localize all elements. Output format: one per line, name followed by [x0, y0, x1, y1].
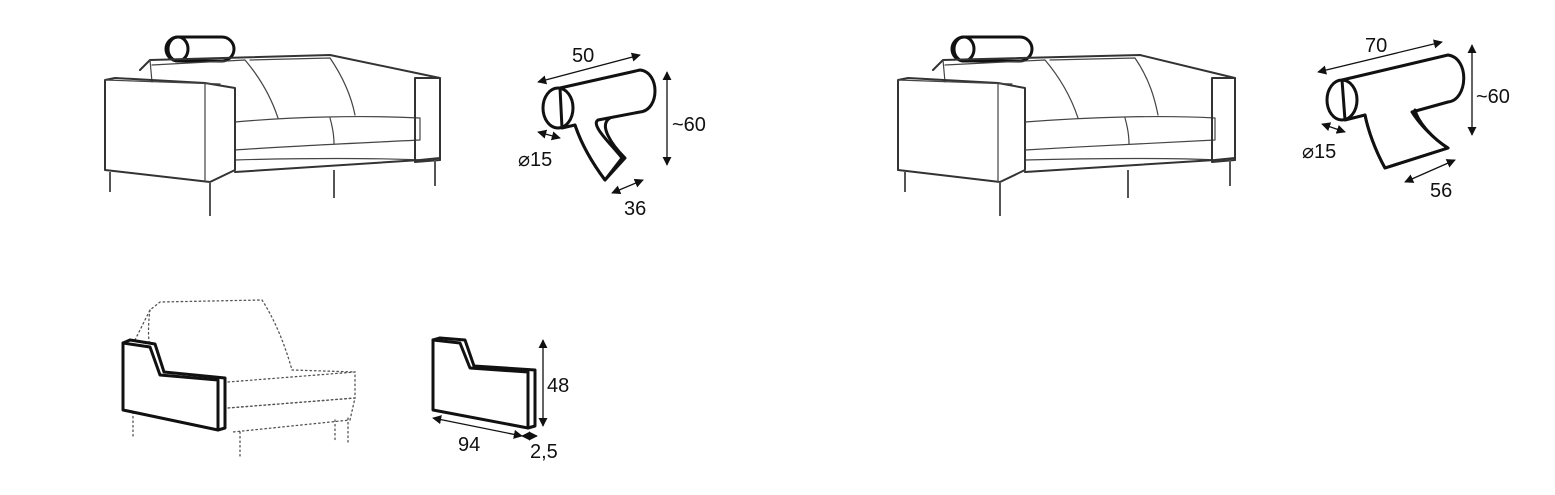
headrest-length-label-2: 70: [1365, 35, 1387, 57]
headrest-on-sofa-2: [950, 35, 1034, 63]
sofa-illustration-2: [897, 35, 1236, 216]
headrest-on-sofa-1: [164, 35, 236, 63]
headrest-diameter-label-1: ⌀15: [518, 149, 552, 171]
headrest-depth-label-2: 56: [1430, 180, 1452, 202]
armrest-length-label: 94: [458, 434, 480, 456]
headrest-height-label-2: ~60: [1476, 86, 1510, 108]
headrest-detail-1: 50 ~60 ⌀15 36: [518, 45, 706, 220]
headrest-depth-label-1: 36: [624, 198, 646, 220]
headrest-detail-2: 70 ~60 ⌀15 56: [1302, 35, 1510, 202]
headrest-diameter-label-2: ⌀15: [1302, 141, 1336, 163]
headrest-length-label-1: 50: [572, 45, 594, 67]
headrest-height-label-1: ~60: [672, 114, 706, 136]
armrest-detail: 48 94 2,5: [431, 336, 569, 463]
armrest-height-label: 48: [547, 375, 569, 397]
seat-module-illustration: [121, 299, 356, 459]
armrest-thickness-label: 2,5: [530, 441, 558, 463]
sofa-illustration-1: [104, 35, 441, 216]
